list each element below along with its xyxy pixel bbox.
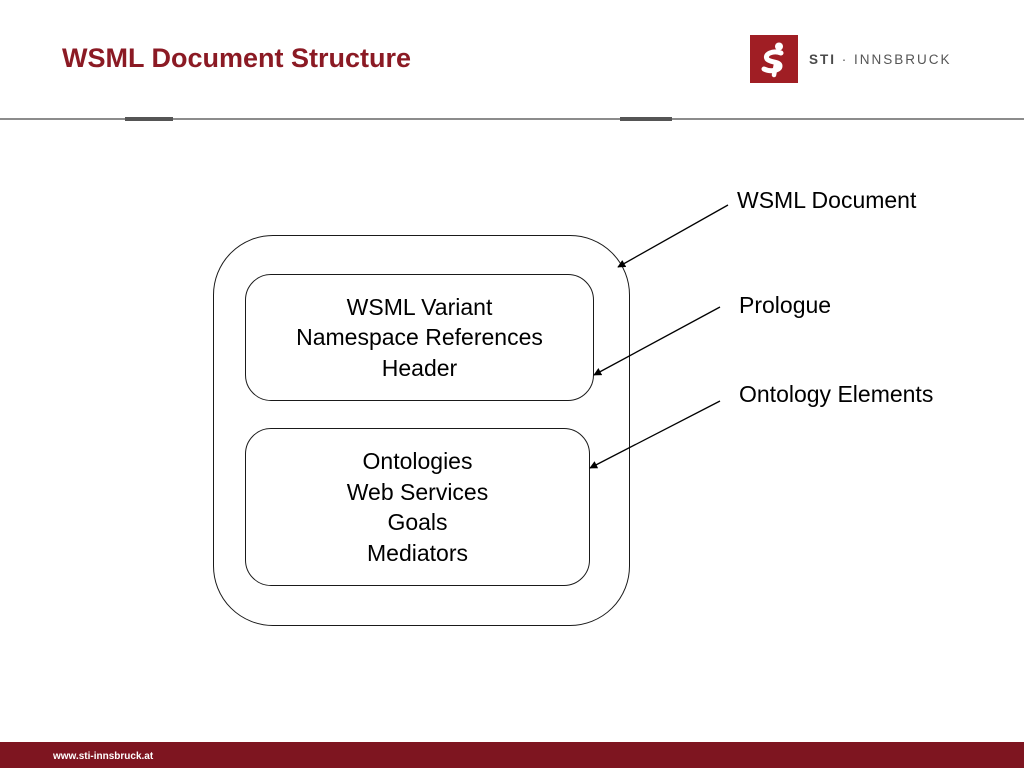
header-divider-accent xyxy=(620,117,672,121)
prologue-box: WSML Variant Namespace References Header xyxy=(245,274,594,401)
arrow-to-prologue xyxy=(593,306,721,376)
logo-separator: · xyxy=(836,51,855,67)
wsml-document-box xyxy=(213,235,630,626)
callout-ontology-elements: Ontology Elements xyxy=(739,381,934,407)
callout-wsml-document: WSML Document xyxy=(737,187,917,213)
footer-bar xyxy=(0,742,1024,768)
header-divider-accent xyxy=(125,117,173,121)
elements-line-web-services: Web Services xyxy=(346,478,489,505)
sti-innsbruck-logo: STI · INNSBRUCK xyxy=(750,34,952,84)
elements-line-ontologies: Ontologies xyxy=(362,448,473,474)
prologue-line-namespace-references: Namespace References xyxy=(296,324,543,351)
prologue-line-header: Header xyxy=(381,354,458,381)
logo-text: STI · INNSBRUCK xyxy=(809,52,952,67)
elements-line-goals: Goals xyxy=(387,509,448,535)
arrow-to-wsml-document xyxy=(617,204,729,268)
arrow-to-ontology-elements xyxy=(589,400,721,469)
logo-location: INNSBRUCK xyxy=(854,51,952,67)
header-divider xyxy=(0,118,1024,120)
sti-logo-mark-icon xyxy=(750,35,798,83)
elements-line-mediators: Mediators xyxy=(367,539,468,566)
logo-brand: STI xyxy=(809,51,837,67)
prologue-line-wsml-variant: WSML Variant xyxy=(346,293,493,320)
footer-website-link[interactable]: www.sti-innsbruck.at xyxy=(53,751,154,762)
callout-prologue: Prologue xyxy=(739,292,832,318)
slide-title: WSML Document Structure xyxy=(62,43,412,73)
ontology-elements-box: Ontologies Web Services Goals Mediators xyxy=(245,428,590,586)
